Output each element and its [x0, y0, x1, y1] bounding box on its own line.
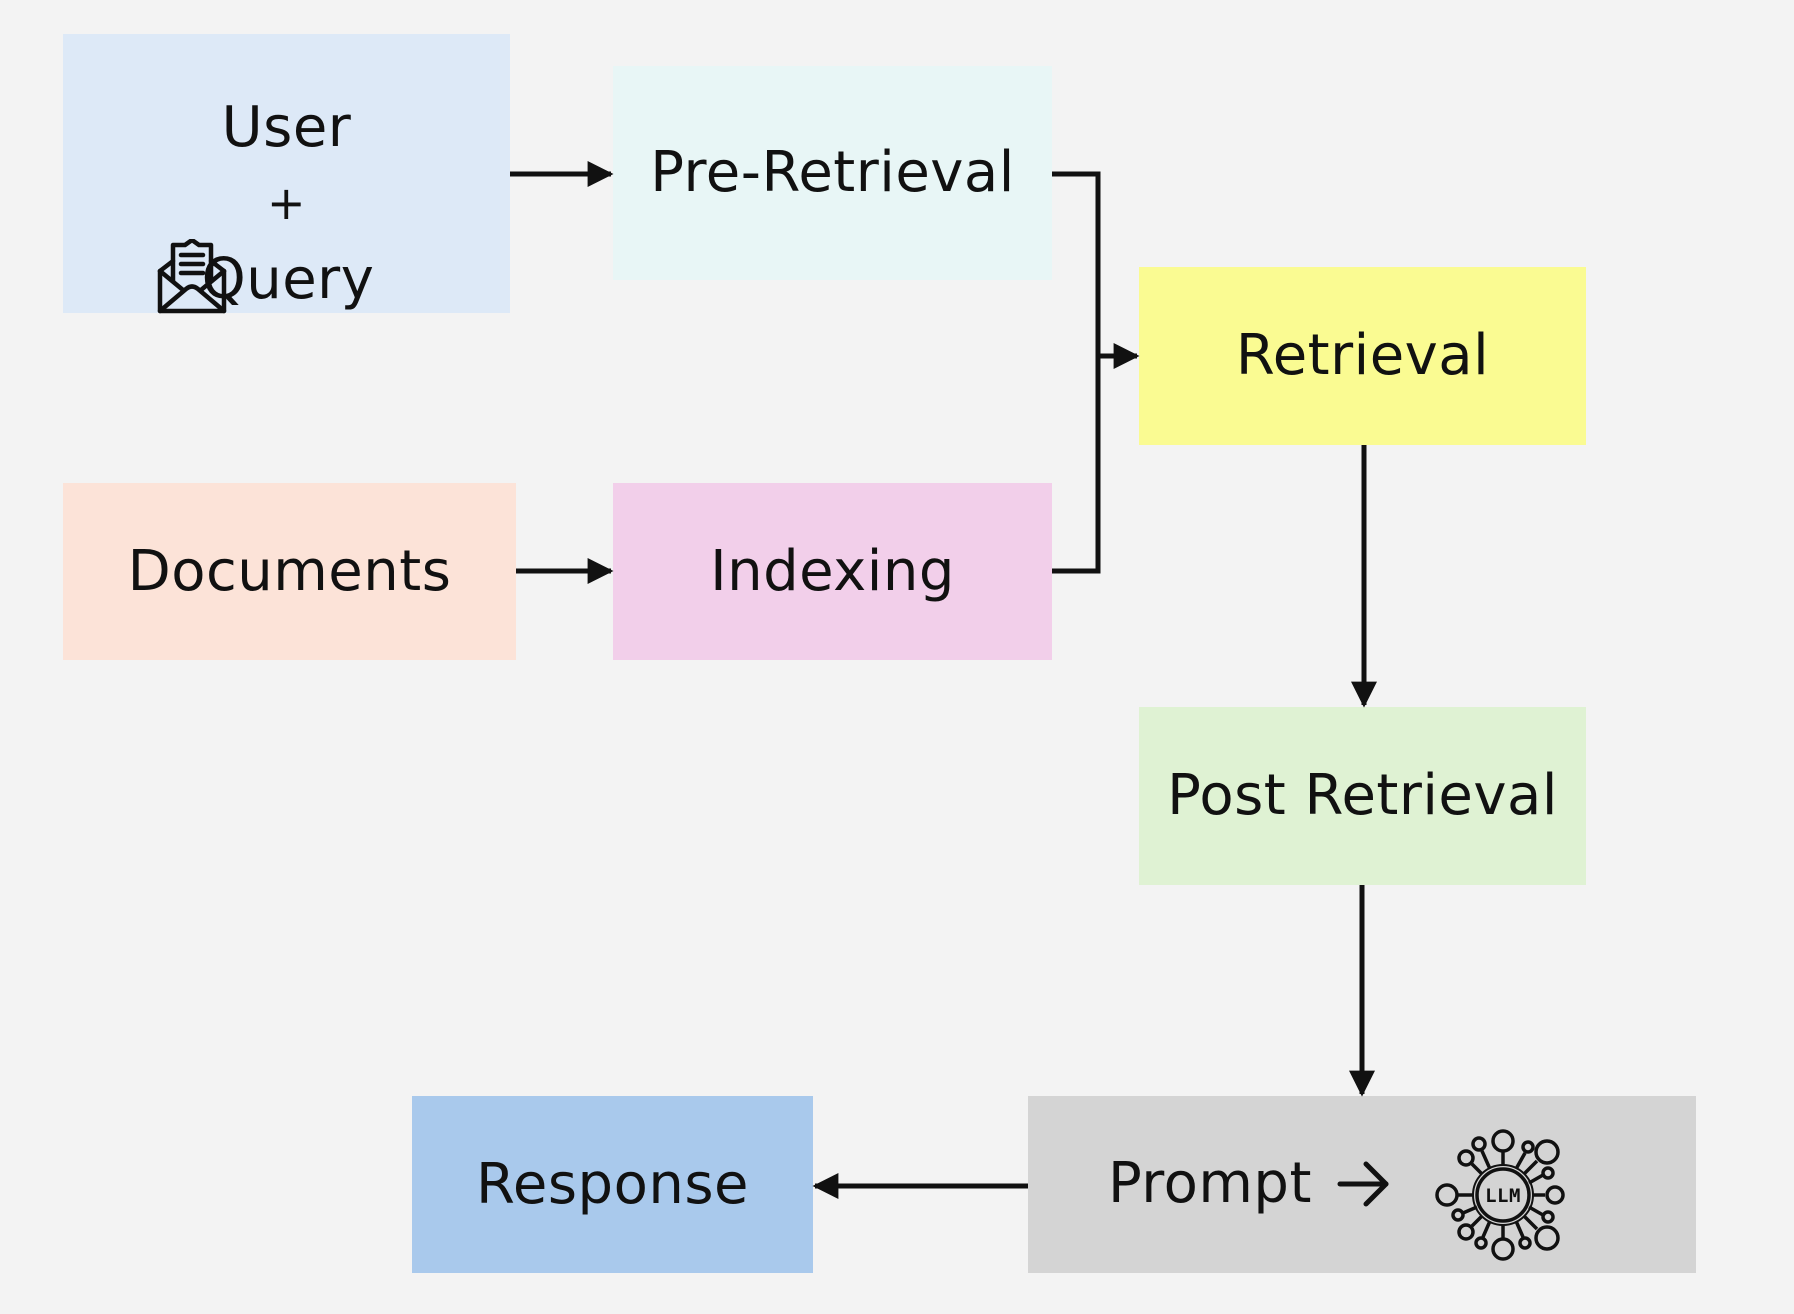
indexing-node: Indexing: [613, 483, 1052, 660]
edge-pre-retrieval-to-retrieval: [1052, 171, 1101, 356]
documents-node: Documents: [63, 483, 516, 660]
edge-indexing-to-retrieval: [1052, 356, 1101, 574]
user-label: User: [221, 95, 352, 160]
query-label: Query: [201, 247, 375, 312]
retrieval-node: Retrieval: [1139, 267, 1586, 445]
envelope-icon: [157, 239, 227, 314]
prompt-label: Prompt: [1108, 1151, 1312, 1216]
post-retrieval-node: Post Retrieval: [1139, 707, 1586, 885]
llm-network-icon: LLM: [1435, 1129, 1565, 1261]
llm-icon-text: LLM: [1485, 1185, 1521, 1207]
response-node: Response: [412, 1096, 813, 1273]
plus-label: +: [266, 176, 307, 230]
prompt-llm-node: Prompt: [1028, 1096, 1696, 1273]
pre-retrieval-node: Pre-Retrieval: [613, 66, 1052, 280]
user-query-node: User + Query: [63, 34, 510, 314]
right-arrow-icon: [1337, 1161, 1389, 1207]
